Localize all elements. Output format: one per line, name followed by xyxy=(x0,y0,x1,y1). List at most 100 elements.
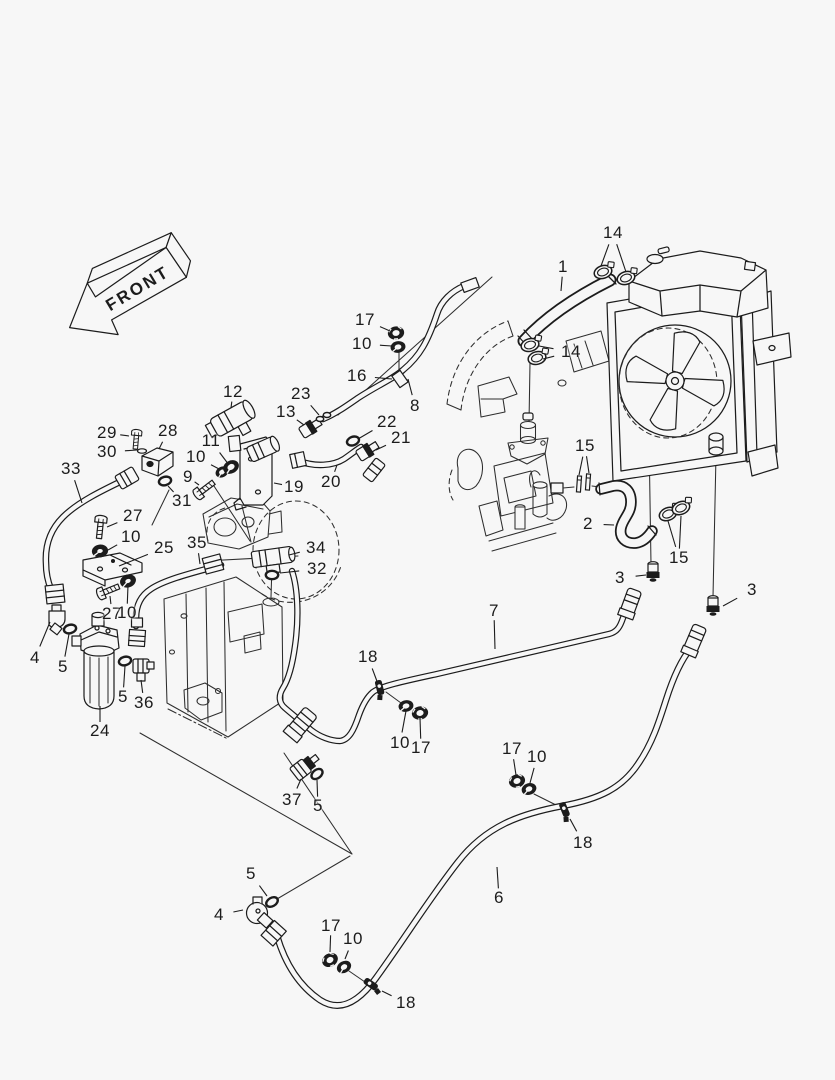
part-elbow-4 xyxy=(245,896,274,929)
part-fitting-37 xyxy=(289,753,320,781)
sleeve-16 xyxy=(391,369,409,389)
oil-filter-group xyxy=(48,604,155,710)
front-direction-arrow: FRONT xyxy=(69,232,192,336)
leader-line xyxy=(419,717,422,739)
leader-line xyxy=(513,759,517,776)
part-fitting-3 xyxy=(705,595,721,617)
leader-line xyxy=(158,441,164,450)
leader-line xyxy=(230,401,233,409)
leader-line xyxy=(578,456,584,476)
leader-line xyxy=(233,909,244,913)
block-28-group xyxy=(129,428,174,488)
part-washer-10 xyxy=(388,339,408,355)
leader-line xyxy=(329,935,332,953)
leader-line xyxy=(106,522,118,528)
leader-line xyxy=(316,779,319,797)
leader-lines xyxy=(39,244,738,997)
leader-line xyxy=(635,574,647,577)
leader-line xyxy=(219,452,230,466)
leader-line xyxy=(197,553,201,565)
leader-line xyxy=(273,482,283,486)
hose-8 xyxy=(319,276,480,423)
engine-assembly xyxy=(446,320,610,552)
part-bolt-9 xyxy=(190,476,218,502)
leader-line xyxy=(722,597,738,607)
leader-line xyxy=(496,866,499,889)
leader-line xyxy=(109,595,112,605)
leader-line xyxy=(288,551,300,556)
leader-line xyxy=(538,345,554,350)
leader-line xyxy=(140,679,144,693)
hose-20-end xyxy=(362,457,386,483)
part-fitting-3 xyxy=(645,561,661,583)
hose-7-coupling xyxy=(282,707,317,744)
leader-line xyxy=(210,464,222,471)
hose-33-swivel xyxy=(114,466,140,490)
leader-line xyxy=(296,419,305,426)
part-elbow-4 xyxy=(48,604,66,636)
leader-line xyxy=(407,378,413,396)
hose-35 xyxy=(127,553,225,648)
leader-line xyxy=(678,515,682,549)
leader-line xyxy=(401,710,407,733)
hose-33 xyxy=(42,466,140,605)
leader-line xyxy=(600,244,610,267)
leader-line xyxy=(334,464,338,472)
leader-line xyxy=(371,668,379,685)
valve-bracket-group xyxy=(204,399,382,511)
tee-34-group xyxy=(250,545,296,581)
bracket-boss xyxy=(246,435,281,463)
leader-line xyxy=(279,570,300,574)
hose-6-end-fitting xyxy=(680,623,707,659)
leader-line xyxy=(375,444,387,451)
leader-line xyxy=(667,520,677,548)
leader-line xyxy=(560,276,563,292)
part-pin-15 xyxy=(584,473,592,491)
fitting-37-group xyxy=(289,753,326,783)
hose-33-nut xyxy=(44,583,66,605)
leader-line xyxy=(194,481,200,486)
leader-line xyxy=(344,950,349,960)
pipe-8-tip xyxy=(460,276,480,294)
leader-line xyxy=(64,633,70,657)
leader-line xyxy=(493,620,496,650)
leader-line xyxy=(374,376,393,380)
leader-line xyxy=(542,355,555,360)
part-pin-15 xyxy=(575,475,583,493)
part-oring-31 xyxy=(156,474,174,488)
part-oring-5 xyxy=(263,894,281,910)
part-oring-32 xyxy=(264,569,280,581)
hose-35-swivel xyxy=(201,553,225,575)
valve-12 xyxy=(204,399,256,439)
fan xyxy=(625,331,725,431)
part-bolt-29 xyxy=(129,428,143,451)
leader-line xyxy=(357,430,373,440)
leader-line xyxy=(569,818,578,832)
leader-line xyxy=(123,665,126,688)
part-bolt-27 xyxy=(92,514,109,540)
leader-line xyxy=(167,485,175,493)
bracket-25-group xyxy=(82,514,143,602)
leader-line xyxy=(120,434,130,437)
hose-7 xyxy=(276,567,642,745)
leader-line xyxy=(310,404,320,416)
leader-line xyxy=(381,990,392,997)
leader-line xyxy=(379,344,393,347)
leader-line xyxy=(39,621,51,647)
part-nut-17 xyxy=(386,324,406,342)
leader-line xyxy=(616,244,627,273)
leader-line xyxy=(124,449,138,452)
hose-20-fitting xyxy=(289,451,307,469)
leader-line xyxy=(379,326,391,332)
leader-line xyxy=(118,553,149,567)
radiator-assembly xyxy=(606,246,792,482)
part-oring-5 xyxy=(61,622,79,636)
transmission-assembly xyxy=(163,497,342,740)
leader-line xyxy=(258,885,268,897)
hose-2 xyxy=(595,479,658,549)
leader-line xyxy=(296,778,302,789)
hose-7-end-fitting xyxy=(617,587,642,621)
leader-line xyxy=(107,544,118,551)
